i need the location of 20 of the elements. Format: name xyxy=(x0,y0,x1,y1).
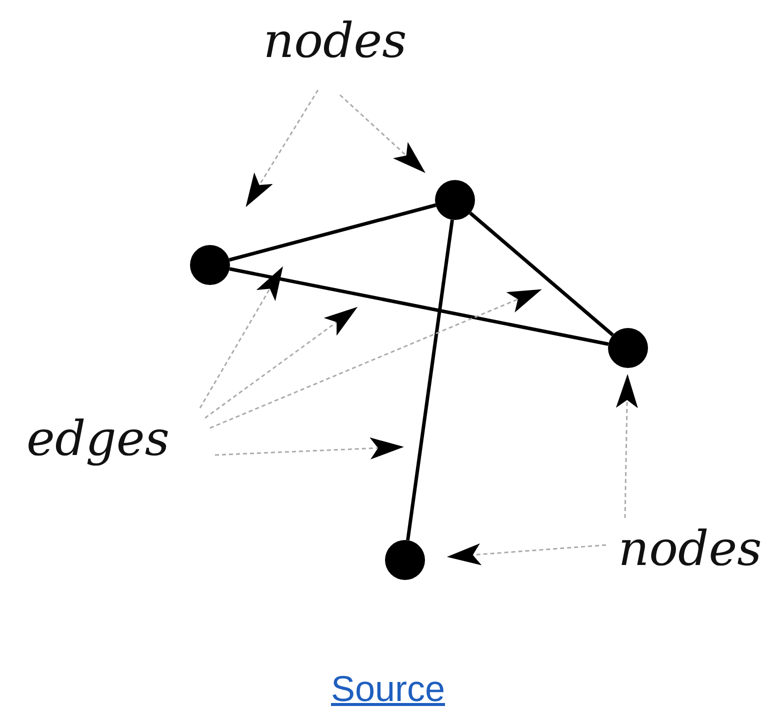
node-dot xyxy=(608,328,648,368)
node-dot xyxy=(385,540,425,580)
leader-line xyxy=(204,306,358,419)
graph-edge-line xyxy=(229,267,609,346)
leader-line xyxy=(199,266,283,408)
leader-line xyxy=(446,543,606,566)
leader-line xyxy=(210,289,542,429)
graph-edge-line xyxy=(228,203,436,262)
node-label: nodes xyxy=(263,13,407,69)
leader-line xyxy=(340,94,426,174)
graph-edge-line xyxy=(469,212,614,336)
node-label: nodes xyxy=(618,521,762,577)
leader-line xyxy=(214,437,404,460)
node-label: edges xyxy=(26,411,170,467)
node-dot xyxy=(190,245,230,285)
node-dot xyxy=(435,180,475,220)
leader-line xyxy=(616,374,638,518)
leader-line xyxy=(246,90,319,208)
source-link: Source xyxy=(330,668,446,710)
graph-edge-line xyxy=(406,220,454,540)
